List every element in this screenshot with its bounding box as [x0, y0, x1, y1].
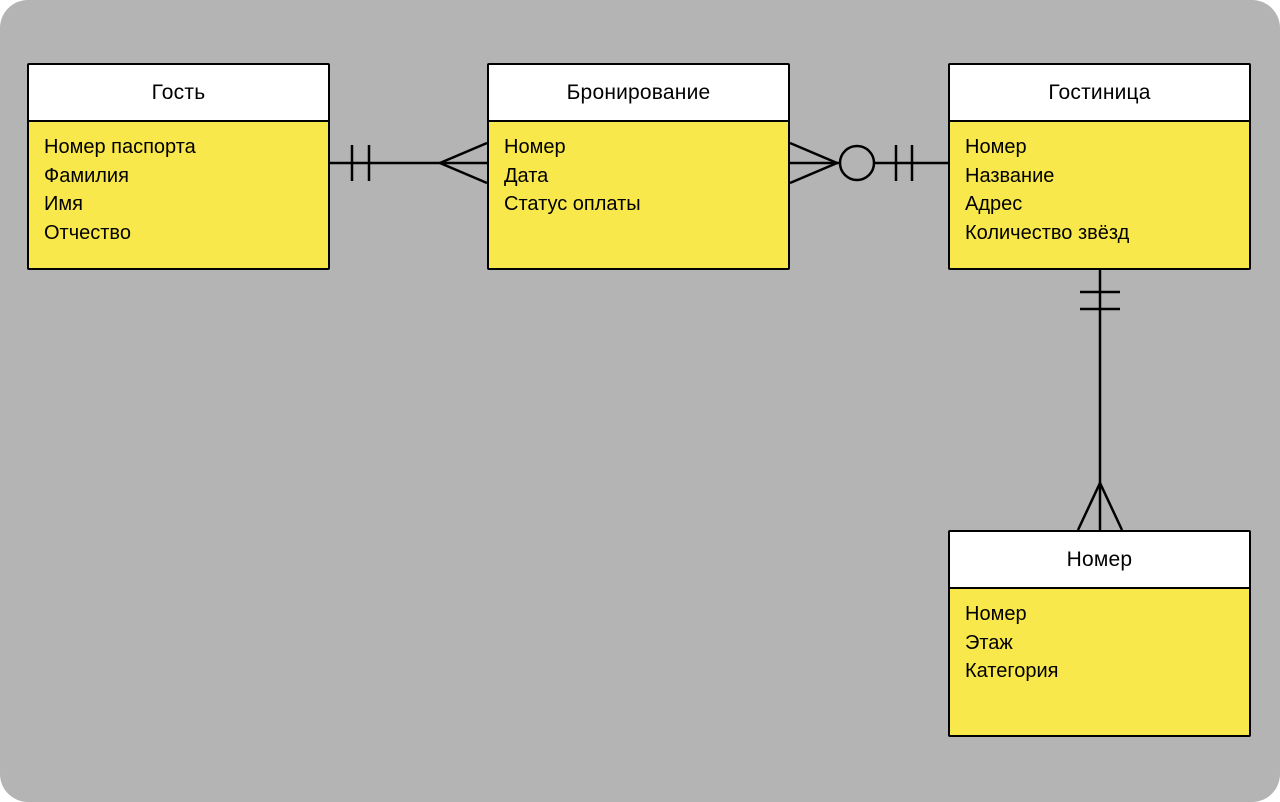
entity-hotel-title: Гостиница [950, 65, 1249, 122]
entity-room: Номер Номер Этаж Категория [948, 530, 1251, 737]
crow-foot-many-marker [436, 141, 488, 185]
attribute: Название [965, 164, 1055, 187]
attribute: Категория [965, 660, 1059, 683]
attribute: Фамилия [44, 164, 129, 187]
attribute: Адрес [965, 193, 1023, 216]
entity-room-attributes: Номер Этаж Категория [950, 589, 1249, 697]
entity-guest-attributes: Номер паспорта Фамилия Имя Отчество [29, 122, 328, 258]
entity-hotel: Гостиница Номер Название Адрес Количеств… [948, 63, 1251, 270]
attribute: Номер [965, 603, 1027, 625]
entity-booking-attributes: Номер Дата Статус оплаты [489, 122, 788, 230]
entity-guest-title: Гость [29, 65, 328, 122]
relation-booking-hotel [789, 141, 948, 185]
crow-foot-many-marker [789, 141, 841, 185]
relation-hotel-room [1076, 270, 1124, 531]
entity-booking-title: Бронирование [489, 65, 788, 122]
entity-hotel-attributes: Номер Название Адрес Количество звёзд [950, 122, 1249, 258]
attribute: Статус оплаты [504, 193, 641, 216]
entity-guest: Гость Номер паспорта Фамилия Имя Отчеств… [27, 63, 330, 270]
attribute: Имя [44, 193, 83, 216]
attribute: Номер паспорта [44, 136, 196, 158]
relation-guest-booking [330, 141, 488, 185]
crow-foot-many-marker [1076, 480, 1124, 531]
attribute: Этаж [965, 631, 1013, 654]
zero-optional-marker [838, 144, 876, 182]
entity-booking: Бронирование Номер Дата Статус оплаты [487, 63, 790, 270]
attribute: Отчество [44, 221, 131, 244]
attribute: Номер [965, 136, 1027, 158]
attribute: Номер [504, 136, 566, 158]
entity-room-title: Номер [950, 532, 1249, 589]
attribute: Дата [504, 164, 549, 187]
attribute: Количество звёзд [965, 221, 1130, 244]
